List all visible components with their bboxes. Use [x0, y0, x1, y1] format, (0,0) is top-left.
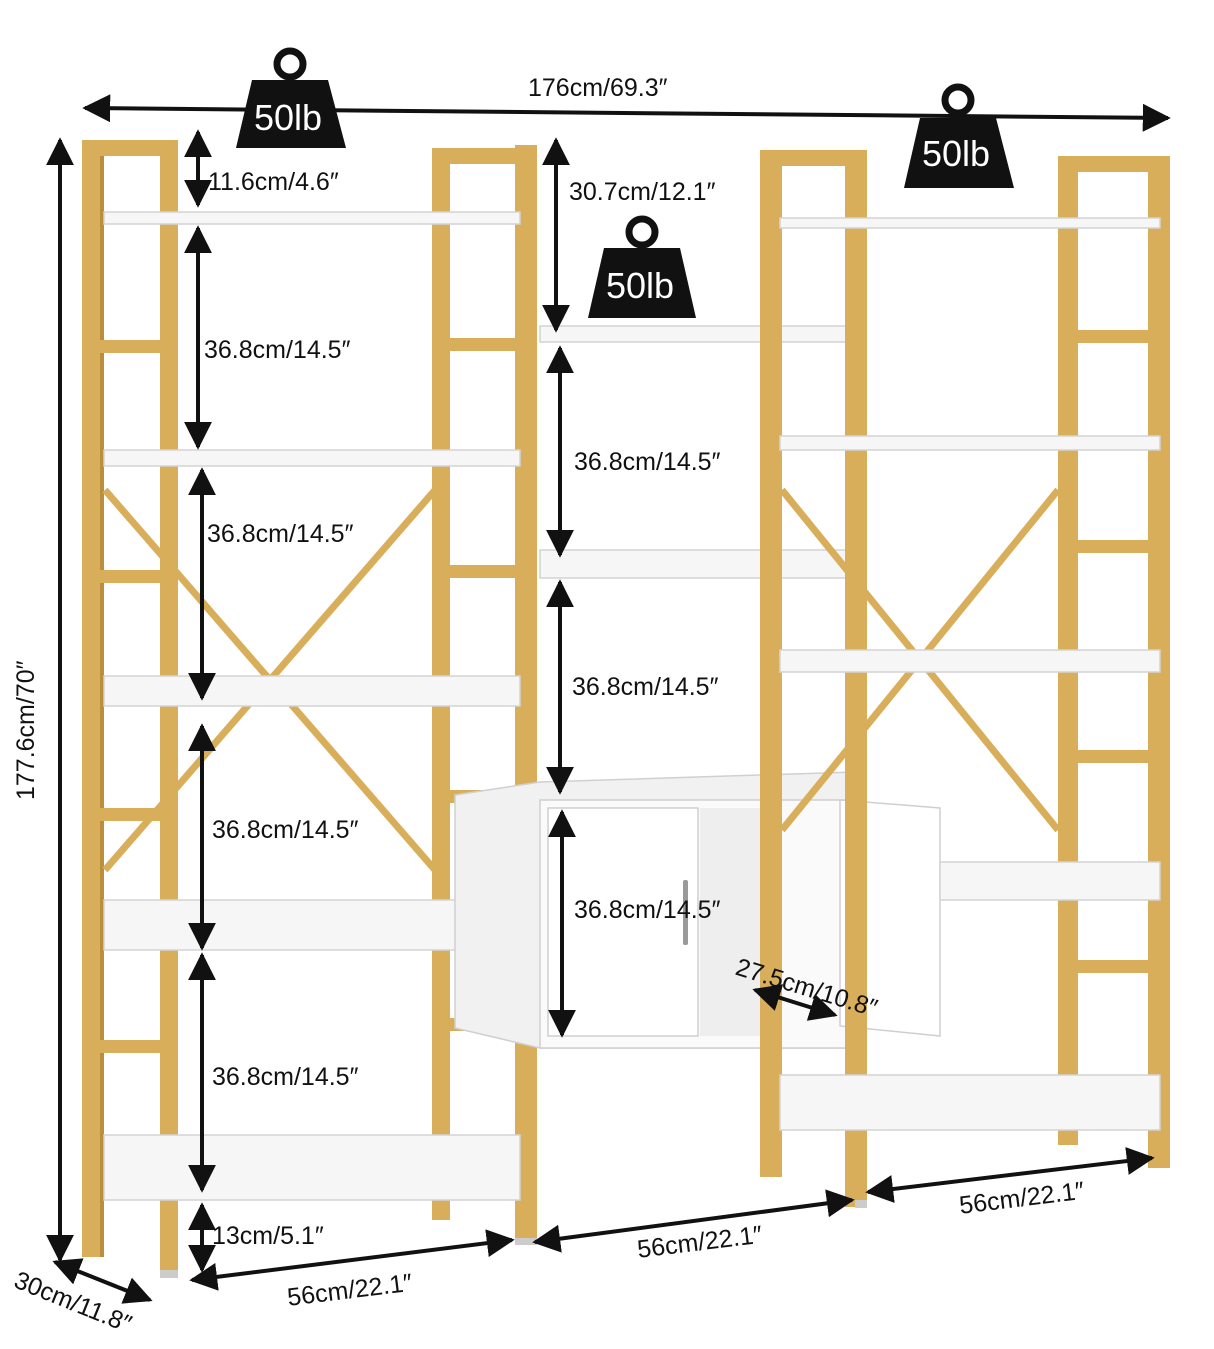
kettlebell-weight-icon-middle	[588, 215, 696, 318]
left-gap-2-label: 36.8cm/14.5″	[207, 520, 354, 548]
left-gap-1-label: 36.8cm/14.5″	[204, 336, 351, 364]
middle-gap-2-label: 36.8cm/14.5″	[572, 673, 719, 701]
left-bookshelf	[82, 140, 537, 1278]
weight-label-right: 50lb	[922, 133, 991, 174]
left-bottom-gap-label: 13cm/5.1″	[212, 1222, 324, 1250]
total-width-label: 176cm/69.3″	[528, 74, 668, 102]
weight-label-middle: 50lb	[606, 265, 675, 306]
depth-line	[52, 1258, 153, 1304]
kettlebell-weight-icon-left	[236, 47, 346, 148]
total-height-label: 177.6cm/70″	[12, 660, 40, 801]
middle-top-gap-label: 30.7cm/12.1″	[569, 178, 716, 206]
door-handle	[683, 880, 688, 945]
left-gap-4-label: 36.8cm/14.5″	[212, 1063, 359, 1091]
left-width-line	[189, 1229, 515, 1291]
weight-label-left: 50lb	[254, 97, 323, 138]
cabinet-depth-line	[752, 984, 838, 1021]
middle-gap-1-label: 36.8cm/14.5″	[574, 448, 721, 476]
middle-width-line	[532, 1189, 855, 1253]
kettlebell-weight-icon-right	[904, 83, 1014, 188]
right-width-line	[865, 1147, 1155, 1203]
left-top-gap-label: 11.6cm/4.6″	[208, 168, 339, 196]
right-bookshelf	[779, 156, 1170, 1168]
cabinet-height-label: 36.8cm/14.5″	[574, 896, 721, 924]
left-gap-3-label: 36.8cm/14.5″	[212, 816, 359, 844]
